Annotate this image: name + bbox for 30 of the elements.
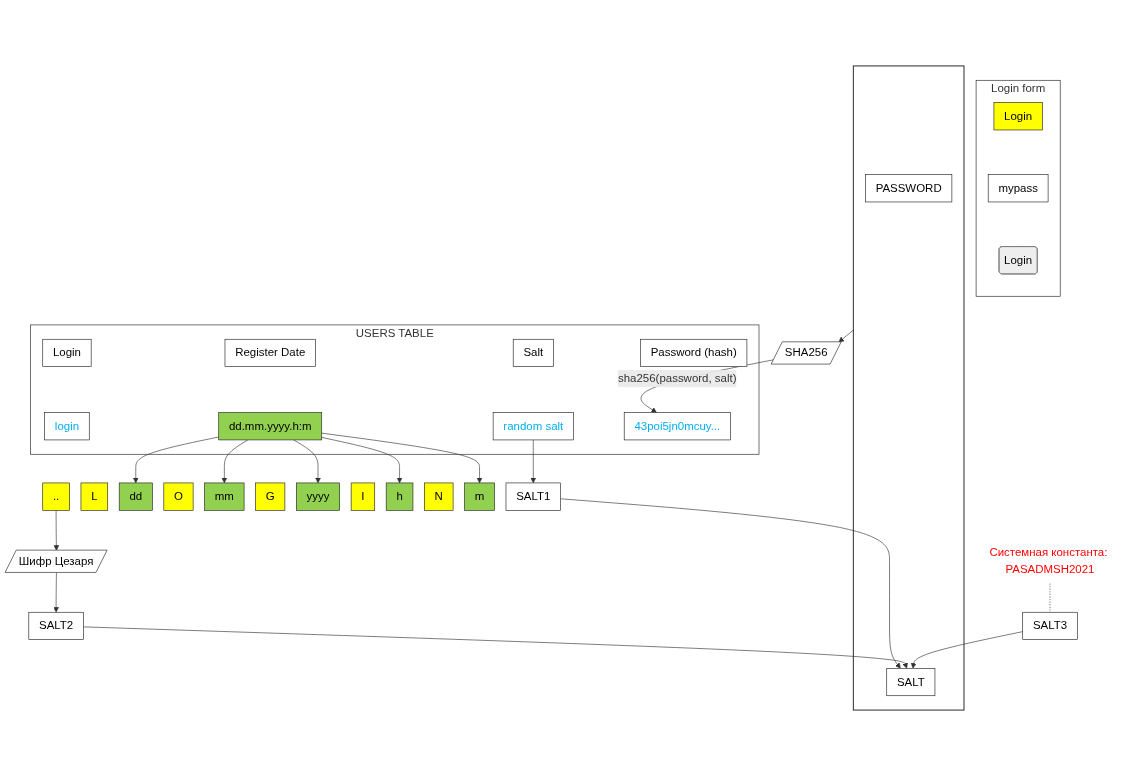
node-box: I bbox=[350, 482, 376, 511]
node-box: mypass bbox=[987, 174, 1049, 203]
node-box: SALT1 bbox=[505, 482, 561, 511]
node-box: SALT bbox=[886, 668, 936, 697]
node-box: m bbox=[464, 482, 495, 511]
node-box: O bbox=[163, 482, 194, 511]
node-box: Salt bbox=[512, 338, 554, 367]
node-box: dd.mm.yyyy.h:m bbox=[218, 412, 323, 441]
node-box: SALT2 bbox=[28, 611, 84, 640]
edge-label: sha256(password, salt) bbox=[617, 372, 737, 385]
node-box: .. bbox=[42, 482, 70, 511]
node-box: L bbox=[80, 482, 109, 511]
node-box: Password (hash) bbox=[640, 338, 748, 367]
node-box: SALT3 bbox=[1022, 611, 1078, 640]
node-box: mm bbox=[204, 482, 245, 511]
node-box: h bbox=[385, 482, 414, 511]
node-box: N bbox=[424, 482, 454, 511]
node-box: PASSWORD bbox=[865, 174, 953, 203]
node-box: yyyy bbox=[296, 482, 340, 511]
node-box: login bbox=[44, 412, 90, 441]
connector bbox=[1049, 583, 1051, 613]
node-box: G bbox=[255, 482, 286, 511]
node-box: Login bbox=[42, 338, 92, 367]
cluster bbox=[852, 65, 965, 711]
node-box: dd bbox=[118, 482, 153, 511]
node-box: random salt bbox=[492, 412, 574, 441]
node-box: 43poi5jn0mcuy... bbox=[623, 412, 731, 441]
node-box: Login bbox=[993, 102, 1043, 131]
node-text: Системная константа: PASADMSH2021 bbox=[989, 546, 1108, 576]
node-box: Register Date bbox=[224, 338, 316, 367]
